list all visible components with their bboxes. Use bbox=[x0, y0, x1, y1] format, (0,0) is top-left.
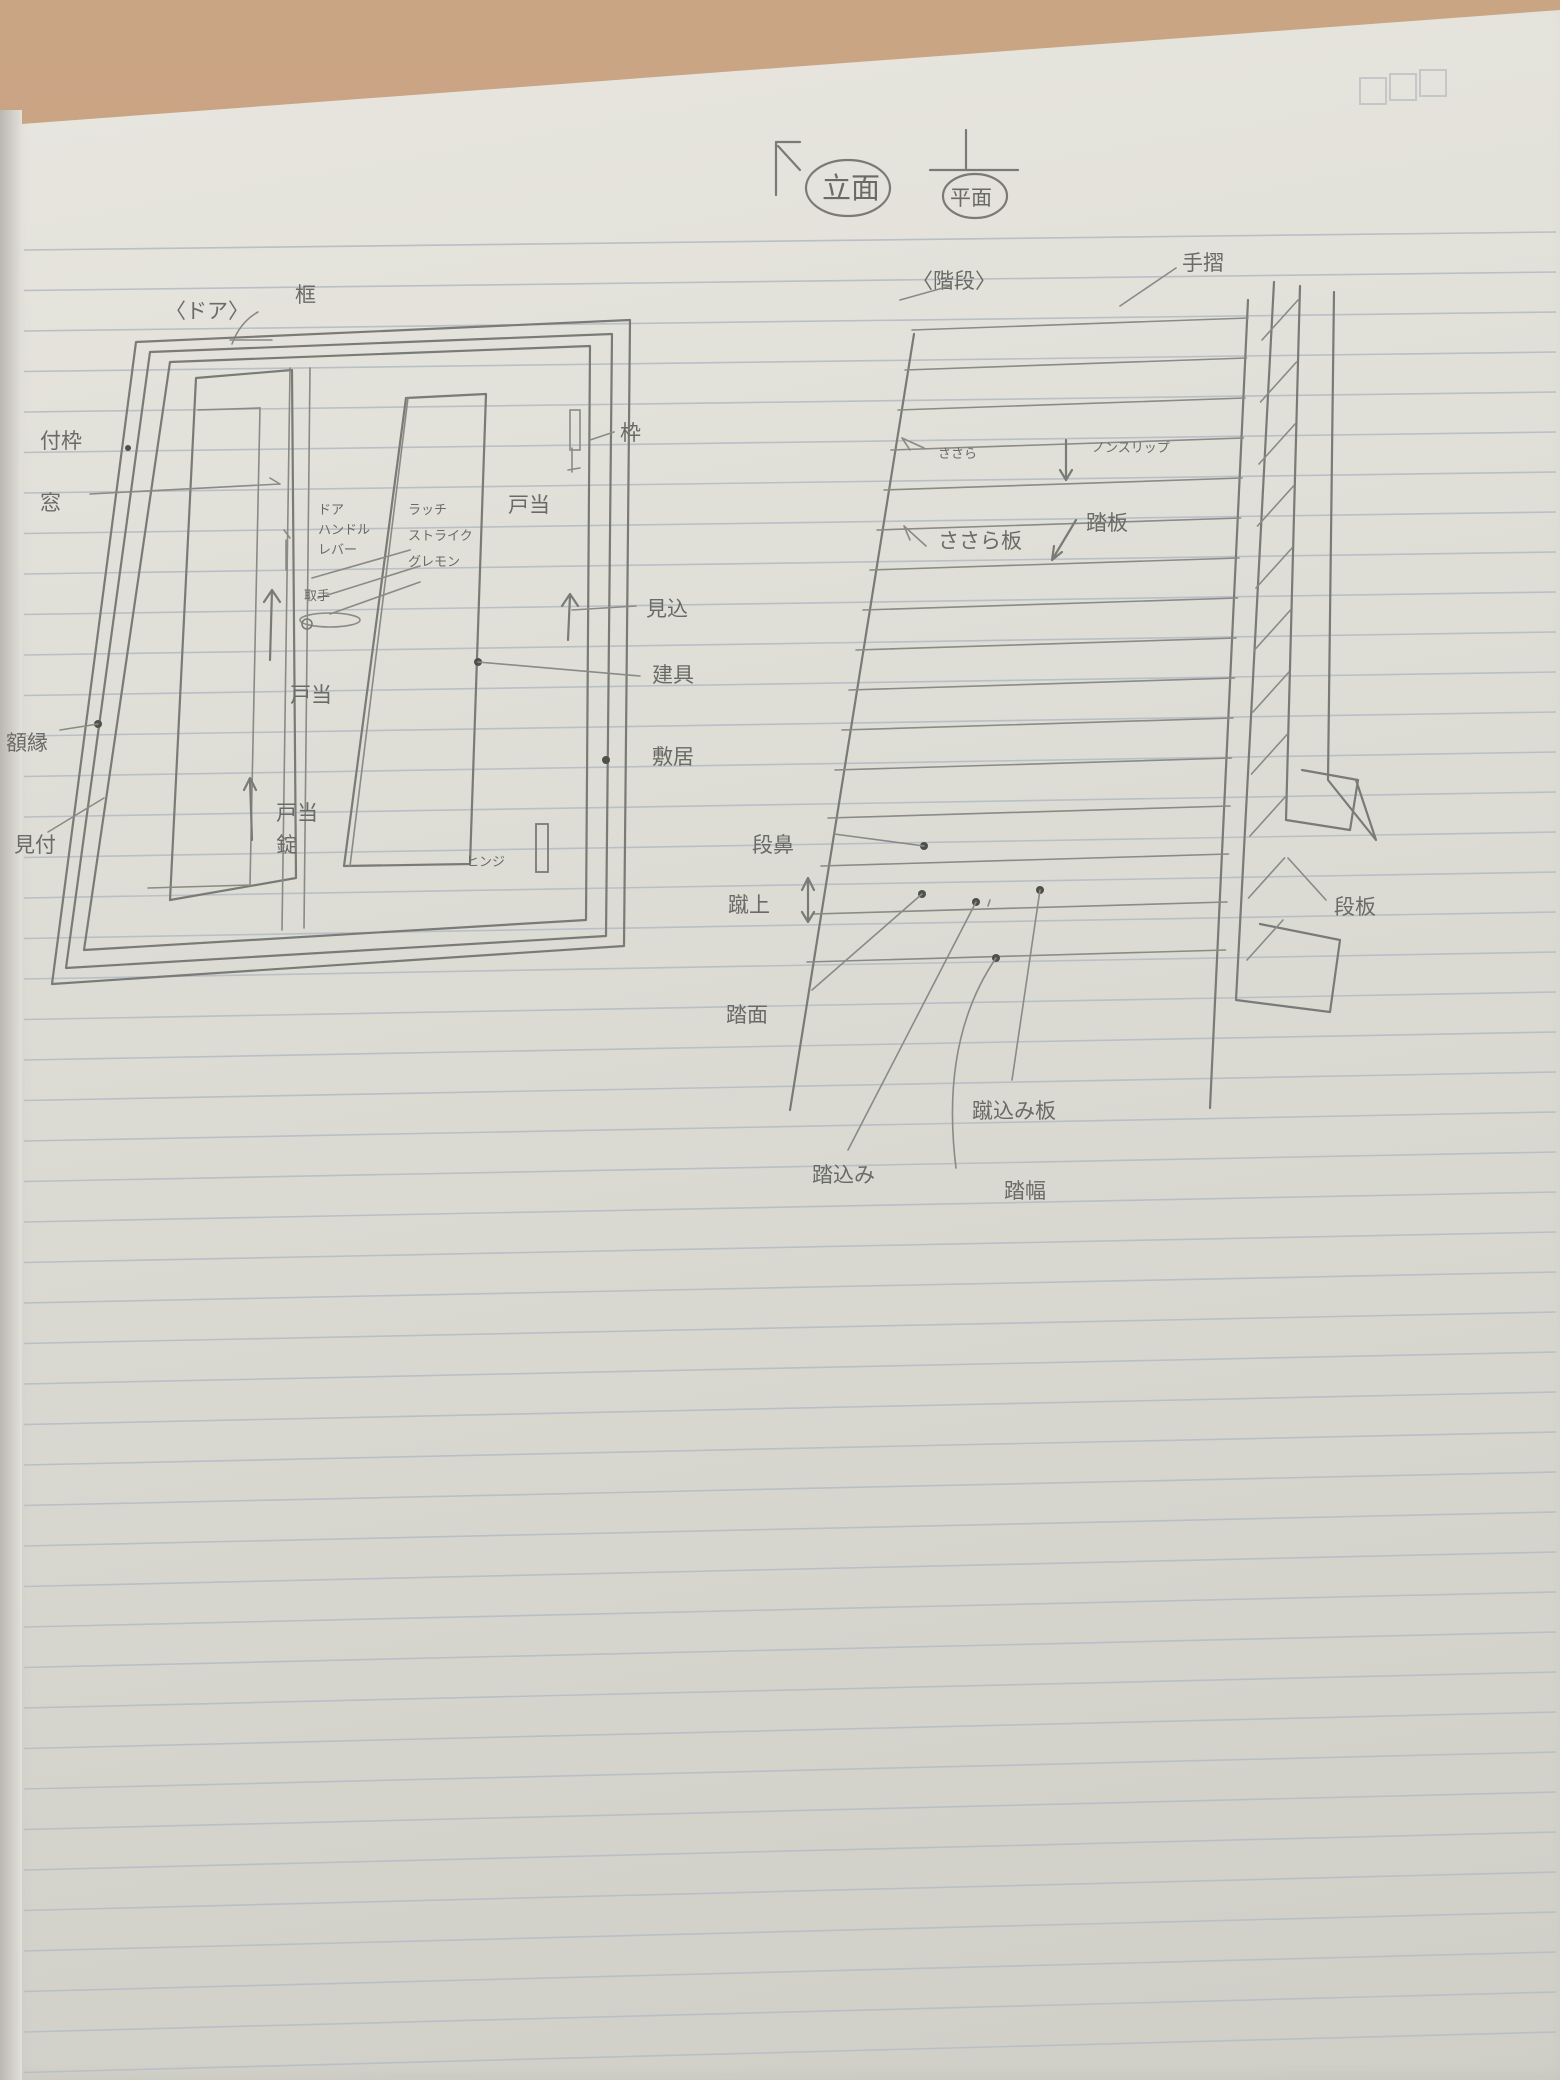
door-sketch: 〈ドア〉 框 枠 付枠 窓 ドア ハンドル レバー ラッチ ストライク グレモン… bbox=[6, 283, 694, 984]
header-left-label: 立面 bbox=[822, 171, 880, 205]
stair-label-tread-board: 踏板 bbox=[1086, 511, 1128, 535]
header-right-label: 平面 bbox=[950, 186, 992, 210]
page-corner-boxes bbox=[1360, 70, 1446, 104]
ruled-line bbox=[24, 1992, 1556, 2032]
ruled-line bbox=[24, 632, 1556, 655]
door-label-sub-frame: 付枠 bbox=[40, 429, 82, 453]
hatch-line bbox=[1249, 858, 1285, 898]
door-label-depth: 見込 bbox=[646, 597, 688, 621]
stair-label-nosing: 段鼻 bbox=[752, 833, 794, 857]
stair-title: 〈階段〉 bbox=[912, 269, 996, 293]
ruled-line bbox=[24, 1352, 1556, 1384]
ruled-line bbox=[24, 1192, 1556, 1222]
door-title: 〈ドア〉 bbox=[165, 299, 249, 323]
stair-tread-line bbox=[821, 854, 1229, 866]
hatch-line bbox=[1262, 300, 1298, 340]
ruled-line bbox=[24, 1872, 1556, 1911]
door-label-casing: 額縁 bbox=[6, 731, 48, 755]
door-label-stop-right: 戸当 bbox=[508, 493, 550, 517]
ruled-line bbox=[24, 1392, 1556, 1425]
stair-label-step-board: 段板 bbox=[1334, 895, 1376, 919]
stair-label-step-in: 踏込み bbox=[812, 1163, 875, 1187]
ruled-line bbox=[24, 1632, 1556, 1668]
stair-label-tread-surface: 踏面 bbox=[726, 1003, 768, 1027]
ruled-line bbox=[24, 1712, 1556, 1749]
ruled-line bbox=[24, 1552, 1556, 1587]
ruled-line bbox=[24, 512, 1556, 534]
door-label-frame-top: 框 bbox=[295, 283, 316, 307]
ruled-line bbox=[24, 1672, 1556, 1708]
ruled-line bbox=[24, 1272, 1556, 1303]
door-label-window: 窓 bbox=[40, 491, 61, 515]
stair-label-nonslip: ノンスリップ bbox=[1092, 441, 1170, 456]
ruled-line bbox=[24, 1112, 1556, 1141]
stair-label-riser-height: 蹴上 bbox=[728, 893, 770, 917]
door-label-threshold: 敷居 bbox=[652, 745, 694, 769]
door-label-latch-group-2: ストライク bbox=[408, 529, 473, 544]
door-label-handle-group-2: ハンドル bbox=[318, 523, 370, 538]
ruled-line bbox=[24, 352, 1556, 372]
ruled-line bbox=[24, 272, 1556, 291]
stair-tread-line bbox=[807, 950, 1226, 962]
header: 立面 平面 bbox=[776, 130, 1018, 218]
stair-label-riser-board: 蹴込み板 bbox=[972, 1099, 1056, 1123]
ruled-line bbox=[24, 1312, 1556, 1344]
door-label-handle: 取手 bbox=[304, 589, 330, 604]
hatch-line bbox=[1253, 672, 1289, 712]
door-label-hinge: ヒンジ bbox=[466, 855, 505, 870]
hatch-line bbox=[1250, 796, 1286, 836]
stair-label-stringer: ささら bbox=[938, 447, 977, 462]
ruled-line bbox=[24, 552, 1556, 574]
ruled-line bbox=[24, 1432, 1556, 1465]
door-label-handle-group-1: ドア bbox=[318, 503, 344, 518]
ruled-line bbox=[24, 1472, 1556, 1506]
ruled-line bbox=[24, 1232, 1556, 1263]
ruled-line bbox=[24, 1752, 1556, 1789]
hatch-line bbox=[1255, 610, 1291, 650]
ruled-line bbox=[24, 472, 1556, 493]
ruled-line bbox=[24, 912, 1556, 939]
door-label-fitting: 建具 bbox=[652, 663, 694, 687]
hatch-line bbox=[1256, 548, 1292, 588]
ruled-line bbox=[24, 1512, 1556, 1546]
door-label-latch-group-1: ラッチ bbox=[408, 503, 447, 518]
stair-tread-line bbox=[877, 518, 1241, 530]
stair-label-handrail: 手摺 bbox=[1182, 251, 1224, 275]
ruled-line bbox=[24, 2032, 1556, 2073]
ruled-line bbox=[24, 1072, 1556, 1101]
ruled-line bbox=[24, 992, 1556, 1020]
ruled-lines bbox=[24, 232, 1556, 2073]
stair-tread-line bbox=[814, 902, 1227, 914]
stair-label-stringer-board: ささら板 bbox=[938, 529, 1022, 553]
ruled-line bbox=[24, 752, 1556, 777]
ruled-line bbox=[24, 232, 1556, 250]
door-label-stop-middle: 戸当 bbox=[290, 683, 332, 707]
ruled-line bbox=[24, 1952, 1556, 1992]
ruled-line bbox=[24, 592, 1556, 615]
ruled-line bbox=[24, 1792, 1556, 1830]
ruled-line bbox=[24, 1592, 1556, 1627]
stair-tread-line bbox=[828, 806, 1230, 818]
ruled-line bbox=[24, 432, 1556, 453]
hatch-line bbox=[1252, 734, 1288, 774]
door-label-stop-lower: 戸当 bbox=[276, 801, 318, 825]
ruled-line bbox=[24, 1032, 1556, 1060]
ruled-line bbox=[24, 1832, 1556, 1870]
door-label-lock: 錠 bbox=[276, 833, 297, 857]
ruled-line bbox=[24, 1912, 1556, 1951]
door-label-face: 見付 bbox=[14, 833, 56, 857]
ruled-line bbox=[24, 1152, 1556, 1182]
ruled-line bbox=[24, 792, 1556, 817]
door-label-frame: 枠 bbox=[620, 421, 641, 445]
stair-label-tread-width: 踏幅 bbox=[1004, 1179, 1046, 1203]
stair-sketch: 〈階段〉 手摺 ささら ノンスリップ ささら板 踏板 段鼻 蹴上 踏面 踏込み bbox=[726, 251, 1376, 1203]
door-label-handle-group-3: レバー bbox=[318, 543, 357, 558]
